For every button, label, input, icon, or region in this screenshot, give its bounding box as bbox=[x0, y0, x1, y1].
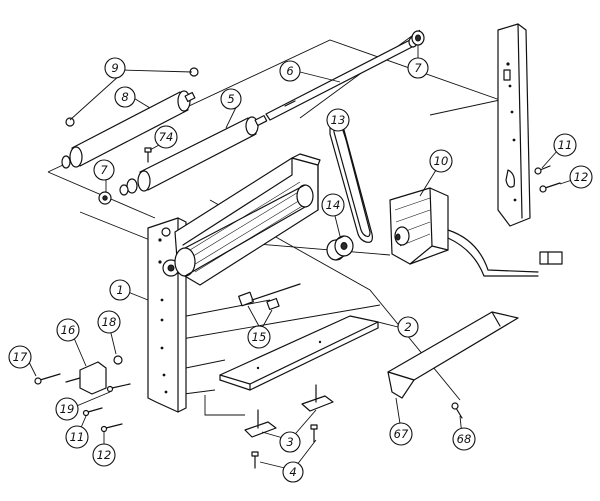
callout-74: 74 bbox=[154, 125, 178, 149]
svg-text:1: 1 bbox=[116, 283, 123, 297]
callout-7-top: 7 bbox=[407, 57, 429, 79]
callout-9: 9 bbox=[104, 57, 126, 79]
callout-7-left: 7 bbox=[93, 159, 115, 181]
svg-text:13: 13 bbox=[331, 113, 346, 127]
screw-12-left bbox=[100, 423, 123, 433]
svg-text:7: 7 bbox=[414, 61, 422, 75]
svg-text:2: 2 bbox=[404, 320, 411, 334]
svg-text:16: 16 bbox=[61, 323, 76, 337]
svg-text:18: 18 bbox=[102, 315, 117, 329]
svg-text:8: 8 bbox=[121, 90, 128, 104]
svg-text:4: 4 bbox=[289, 465, 296, 479]
washer-7-left bbox=[98, 191, 112, 205]
callout-17: 17 bbox=[8, 345, 32, 369]
callout-16: 16 bbox=[56, 318, 80, 342]
roller-5 bbox=[119, 115, 268, 196]
callout-14: 14 bbox=[321, 193, 345, 217]
callout-4: 4 bbox=[282, 461, 304, 483]
svg-text:7: 7 bbox=[100, 163, 108, 177]
callout-12-left: 12 bbox=[92, 443, 116, 467]
bracket-3-left bbox=[244, 409, 277, 438]
screw-19 bbox=[106, 383, 131, 393]
callout-68: 68 bbox=[452, 427, 476, 451]
svg-text:14: 14 bbox=[326, 198, 341, 212]
svg-text:15: 15 bbox=[252, 330, 267, 344]
washer-7-top bbox=[411, 30, 425, 46]
callout-67: 67 bbox=[389, 422, 413, 446]
washer-18 bbox=[113, 355, 123, 365]
svg-text:11: 11 bbox=[70, 430, 85, 444]
shaft-6 bbox=[265, 36, 418, 121]
callout-13: 13 bbox=[326, 108, 350, 132]
screw-11-right bbox=[534, 165, 551, 175]
callout-12-right: 12 bbox=[569, 165, 593, 189]
screw-4-left bbox=[251, 451, 259, 469]
svg-text:11: 11 bbox=[558, 138, 573, 152]
screw-17 bbox=[34, 373, 61, 385]
callout-2: 2 bbox=[397, 316, 419, 338]
callout-leaders bbox=[27, 45, 573, 471]
callout-3: 3 bbox=[279, 431, 301, 453]
svg-text:68: 68 bbox=[457, 432, 472, 446]
svg-text:12: 12 bbox=[574, 170, 589, 184]
drum-housing bbox=[174, 153, 321, 286]
svg-text:12: 12 bbox=[97, 448, 112, 462]
callout-19: 19 bbox=[55, 397, 79, 421]
roller-8 bbox=[61, 67, 199, 169]
svg-text:9: 9 bbox=[111, 61, 118, 75]
callout-11-left: 11 bbox=[65, 425, 89, 449]
svg-text:67: 67 bbox=[394, 427, 409, 441]
right-side-frame bbox=[497, 23, 531, 227]
svg-text:19: 19 bbox=[60, 402, 75, 416]
bottom-plate-2 bbox=[219, 315, 379, 391]
bracket-3-right bbox=[301, 384, 334, 412]
callout-8: 8 bbox=[114, 86, 136, 108]
screw-11-left bbox=[82, 407, 103, 417]
callout-18: 18 bbox=[97, 310, 121, 334]
callout-10: 10 bbox=[429, 149, 453, 173]
screw-68 bbox=[451, 402, 463, 419]
callout-5: 5 bbox=[220, 88, 242, 110]
svg-text:5: 5 bbox=[227, 92, 234, 106]
connector-15 bbox=[238, 283, 301, 311]
motor-10 bbox=[389, 187, 563, 277]
screw-74 bbox=[144, 147, 152, 163]
callout-6: 6 bbox=[279, 60, 301, 82]
callout-15: 15 bbox=[247, 325, 271, 349]
pulley-14 bbox=[326, 235, 354, 261]
belt-13 bbox=[329, 121, 373, 243]
svg-text:17: 17 bbox=[13, 350, 28, 364]
screw-4-right bbox=[310, 424, 318, 443]
callout-1: 1 bbox=[109, 279, 131, 301]
angle-rail-67 bbox=[387, 311, 519, 399]
svg-text:74: 74 bbox=[159, 130, 174, 144]
svg-text:3: 3 bbox=[286, 435, 293, 449]
svg-text:10: 10 bbox=[434, 154, 449, 168]
screw-12-right bbox=[539, 182, 561, 193]
svg-text:6: 6 bbox=[286, 64, 293, 78]
callout-11-right: 11 bbox=[553, 133, 577, 157]
clamp-16 bbox=[65, 361, 107, 395]
